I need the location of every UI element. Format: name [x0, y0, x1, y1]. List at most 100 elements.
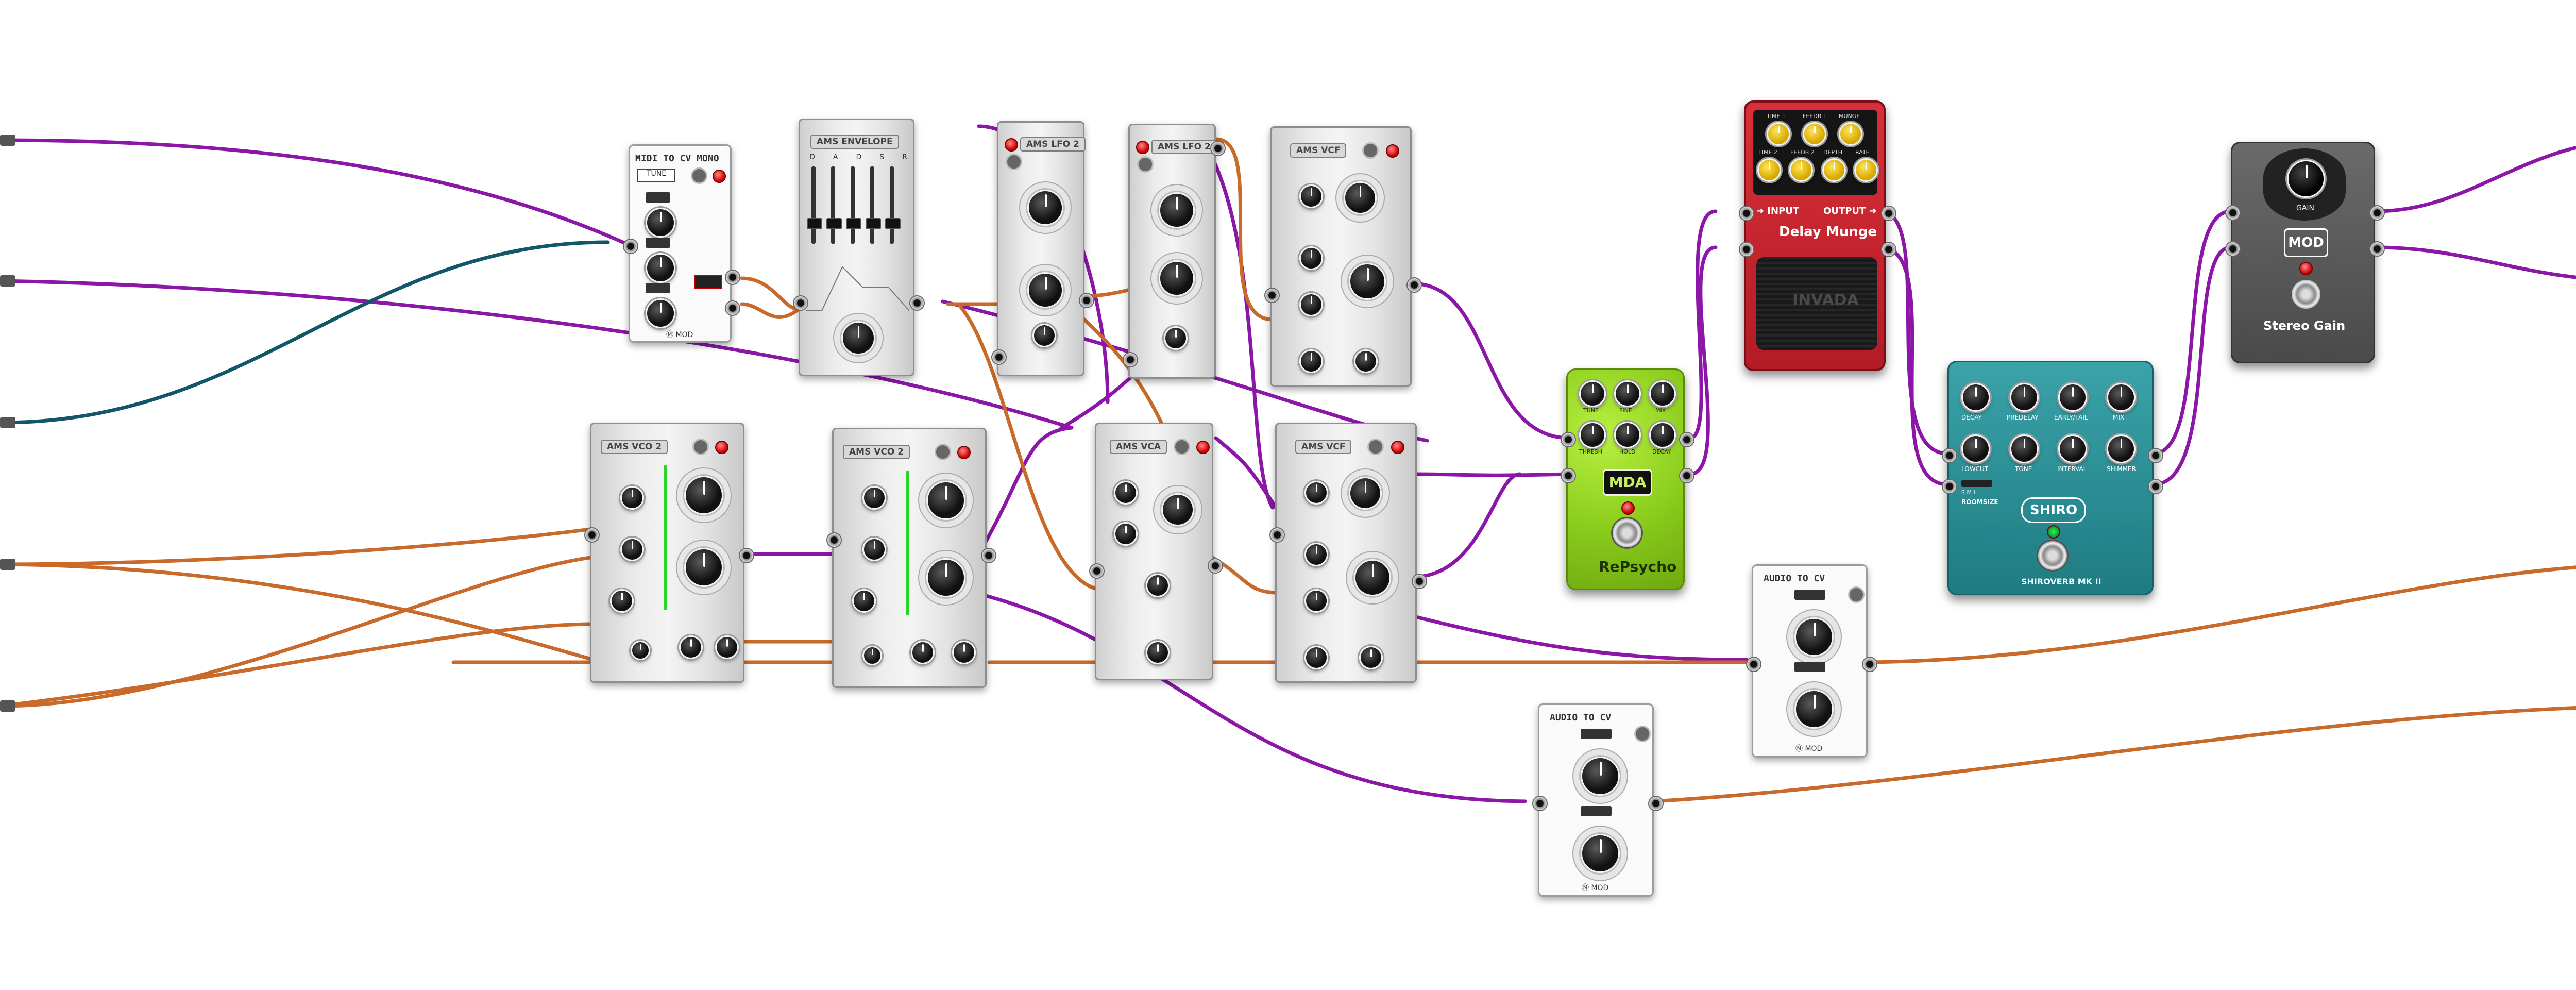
- early-tail-knob[interactable]: [2058, 383, 2087, 412]
- mix-knob[interactable]: [1649, 380, 1676, 407]
- audio-in-jack[interactable]: [1264, 288, 1280, 303]
- drive-level-knob[interactable]: [1161, 493, 1194, 526]
- audio-to-cv-module-2[interactable]: AUDIO TO CV Ⓜ MOD: [1532, 703, 1664, 897]
- filter-type-knob[interactable]: [1349, 477, 1382, 510]
- audio-out-jack[interactable]: [739, 548, 754, 563]
- exp-fm-knob[interactable]: [620, 538, 644, 561]
- waveform-knob[interactable]: [1159, 260, 1195, 296]
- attack-fader[interactable]: [826, 166, 842, 244]
- tone-knob[interactable]: [2010, 434, 2039, 463]
- semitone-knob[interactable]: [646, 253, 675, 283]
- pw-mod-knob[interactable]: [862, 646, 882, 665]
- audio-in-jack[interactable]: [1269, 527, 1285, 543]
- level-2-knob[interactable]: [1114, 522, 1138, 546]
- ams-vco-module-2[interactable]: AMS VCO 2: [826, 428, 996, 688]
- cent-knob[interactable]: [646, 298, 675, 328]
- time2-knob[interactable]: [1757, 158, 1781, 182]
- output-jack[interactable]: [2369, 205, 2385, 221]
- midi-in-jack[interactable]: [623, 239, 638, 254]
- thresh-knob[interactable]: [1579, 422, 1606, 448]
- semitone-knob[interactable]: [911, 641, 935, 664]
- cv-out-jack[interactable]: [1862, 657, 1877, 672]
- mix-knob[interactable]: [2107, 383, 2136, 412]
- lfo-out-jack[interactable]: [1079, 293, 1094, 308]
- output-jack[interactable]: [2369, 241, 2385, 257]
- audio-out-jack[interactable]: [1406, 277, 1422, 293]
- decay-knob[interactable]: [1961, 383, 1990, 412]
- delay-fader[interactable]: [807, 166, 822, 244]
- bypass-toggle[interactable]: [1362, 142, 1379, 159]
- lowcut-knob[interactable]: [1961, 434, 1990, 463]
- system-cv-jack[interactable]: [0, 559, 15, 570]
- octave-knob[interactable]: [646, 208, 675, 238]
- audio-in-jack[interactable]: [1089, 563, 1105, 579]
- audio-in-jack[interactable]: [1532, 796, 1548, 811]
- frequency-knob[interactable]: [1354, 559, 1391, 596]
- octave-knob[interactable]: [684, 548, 723, 587]
- audio-out-jack[interactable]: [981, 548, 996, 563]
- env-out-jack[interactable]: [909, 295, 925, 311]
- exp-fm-knob[interactable]: [862, 538, 886, 561]
- resonance-mod-knob[interactable]: [1304, 646, 1328, 669]
- sustain-fader[interactable]: [866, 166, 881, 244]
- freq-mod-knob[interactable]: [1304, 543, 1328, 566]
- ams-vco-module-1[interactable]: AMS VCO 2: [584, 423, 754, 683]
- decay-fader[interactable]: [846, 166, 861, 244]
- input-gain-knob[interactable]: [1299, 184, 1323, 208]
- sensitivity-knob[interactable]: [1581, 757, 1620, 796]
- output-jack[interactable]: [2148, 479, 2163, 494]
- waveform-knob[interactable]: [684, 476, 723, 515]
- output-jack[interactable]: [1881, 242, 1896, 257]
- time-scale-knob[interactable]: [841, 321, 875, 355]
- stereo-gain-pedal[interactable]: GAIN MOD Stereo Gain: [2225, 142, 2385, 363]
- audio-out-jack[interactable]: [1412, 574, 1427, 589]
- reset-in-jack[interactable]: [1123, 352, 1138, 367]
- pw-knob[interactable]: [620, 486, 644, 510]
- ams-vcf-module-2[interactable]: AMS VCF: [1269, 423, 1427, 683]
- roomsize-switch[interactable]: [1961, 480, 1992, 487]
- munge-knob[interactable]: [1839, 122, 1862, 146]
- rate-knob[interactable]: [1854, 158, 1878, 182]
- waveform-knob[interactable]: [926, 481, 965, 520]
- fine-knob[interactable]: [1614, 380, 1641, 407]
- resonance-knob[interactable]: [1354, 349, 1378, 373]
- bypass-toggle[interactable]: [1367, 439, 1384, 455]
- sync-toggle[interactable]: [1006, 154, 1022, 170]
- input-jack[interactable]: [1561, 468, 1576, 483]
- input-jack[interactable]: [2225, 241, 2241, 257]
- time1-knob[interactable]: [1767, 122, 1790, 146]
- ams-envelope-module[interactable]: AMS ENVELOPE D A D S R: [793, 119, 925, 376]
- bypass-toggle[interactable]: [1174, 439, 1190, 455]
- tune-knob[interactable]: [1579, 380, 1606, 407]
- predelay-knob[interactable]: [2010, 383, 2039, 412]
- feedb1-knob[interactable]: [1803, 122, 1826, 146]
- footswitch-pad[interactable]: INVADA: [1756, 257, 1877, 350]
- output-jack[interactable]: [1679, 468, 1694, 483]
- phase-knob[interactable]: [1164, 326, 1188, 350]
- exp-fm-knob[interactable]: [1304, 589, 1328, 613]
- sync-toggle[interactable]: [1137, 156, 1154, 173]
- output-jack[interactable]: [1679, 432, 1694, 447]
- gain-knob[interactable]: [2287, 160, 2325, 198]
- bypass-toggle[interactable]: [1634, 726, 1651, 742]
- gate-in-jack[interactable]: [793, 295, 808, 311]
- release-fader[interactable]: [885, 166, 901, 244]
- phase-knob[interactable]: [1032, 324, 1056, 347]
- input-jack[interactable]: [1739, 242, 1754, 257]
- pw-knob[interactable]: [862, 486, 886, 510]
- feedb2-knob[interactable]: [1789, 158, 1813, 182]
- ams-vca-module[interactable]: AMS VCA: [1089, 423, 1223, 680]
- frequency-knob[interactable]: [1159, 192, 1195, 228]
- smoothing-knob[interactable]: [1581, 834, 1620, 873]
- audio-out-jack[interactable]: [1208, 558, 1223, 574]
- input-jack[interactable]: [1561, 432, 1576, 447]
- semitone-knob[interactable]: [679, 635, 703, 659]
- tune-knob[interactable]: [952, 641, 976, 664]
- octave-knob[interactable]: [926, 558, 965, 597]
- depth-knob[interactable]: [1822, 158, 1846, 182]
- frequency-knob[interactable]: [1027, 190, 1063, 226]
- panic-button[interactable]: [694, 275, 722, 289]
- lin-fm-knob[interactable]: [610, 589, 634, 613]
- footswitch[interactable]: [2290, 278, 2322, 310]
- exp-fm-knob[interactable]: [1299, 293, 1323, 316]
